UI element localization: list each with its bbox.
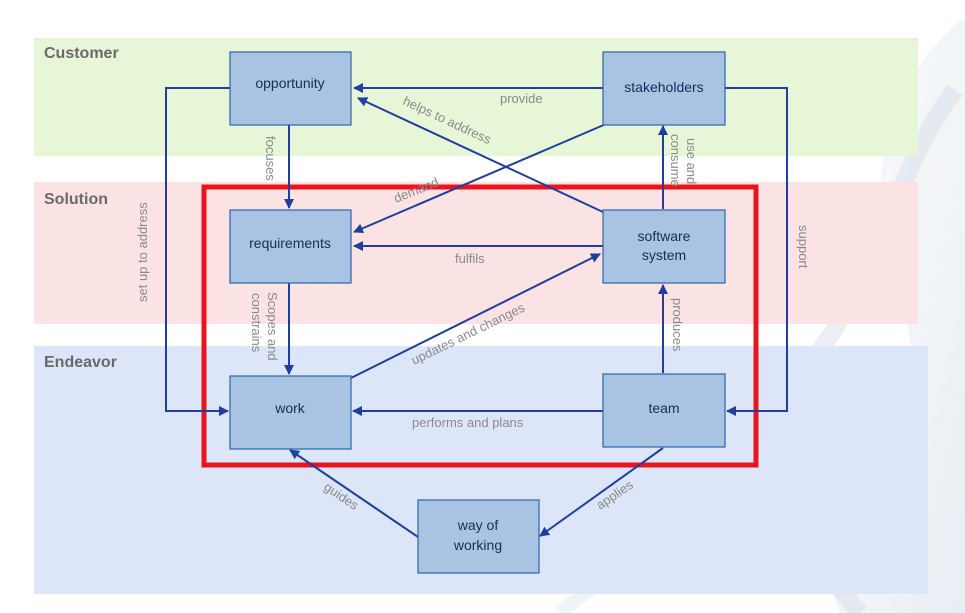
edge-guides [289,449,419,538]
edge-label-scopes-and-constrains-1: Scopes and [265,292,280,361]
highlight-frame [201,184,759,468]
edge-helps-to-address [357,97,604,213]
solution-band-label: Solution [44,191,108,208]
node-stakeholders[interactable]: stakeholders [602,51,726,126]
endeavor-band-label: Endeavor [44,354,117,371]
edge-demand [353,123,607,234]
edge-label-provide: provide [500,91,543,106]
node-software-system-label-1: software [638,228,691,244]
node-team-label: team [648,400,679,416]
node-software-system-label-2: system [642,247,686,263]
edge-applies [539,447,664,537]
edge-label-support: support [796,225,811,269]
node-team[interactable]: team [602,373,726,448]
edge-label-use-and-consume-1: use and [684,138,699,184]
node-way-of-working[interactable]: way of working [417,499,540,574]
edge-label-set-up-to-address: set up to address [135,202,150,302]
edge-label-fulfils: fulfils [455,251,485,266]
edge-label-focuses: focuses [263,136,278,181]
edge-label-scopes-and-constrains-2: constrains [249,293,264,353]
edge-label-use-and-consume-2: consume [668,134,683,187]
customer-band-label: Customer [44,45,119,62]
node-way-of-working-label-2: working [453,537,502,553]
node-work-label: work [274,400,306,416]
node-work[interactable]: work [229,375,352,450]
edges [165,83,788,538]
edge-updates-and-changes [350,253,601,379]
customer-band [34,38,918,156]
node-opportunity-label: opportunity [255,75,324,91]
node-requirements[interactable]: requirements [229,209,352,284]
edge-set-up-to-address [165,87,230,416]
node-requirements-label: requirements [249,235,331,251]
node-way-of-working-label-1: way of [457,517,499,533]
node-opportunity[interactable]: opportunity [229,51,352,126]
edge-label-produces: produces [670,298,685,352]
node-software-system[interactable]: software system [602,209,726,284]
edge-support [725,87,788,416]
node-stakeholders-label: stakeholders [624,79,703,95]
edge-label-performs-and-plans: performs and plans [412,415,524,430]
solution-band [34,182,918,324]
